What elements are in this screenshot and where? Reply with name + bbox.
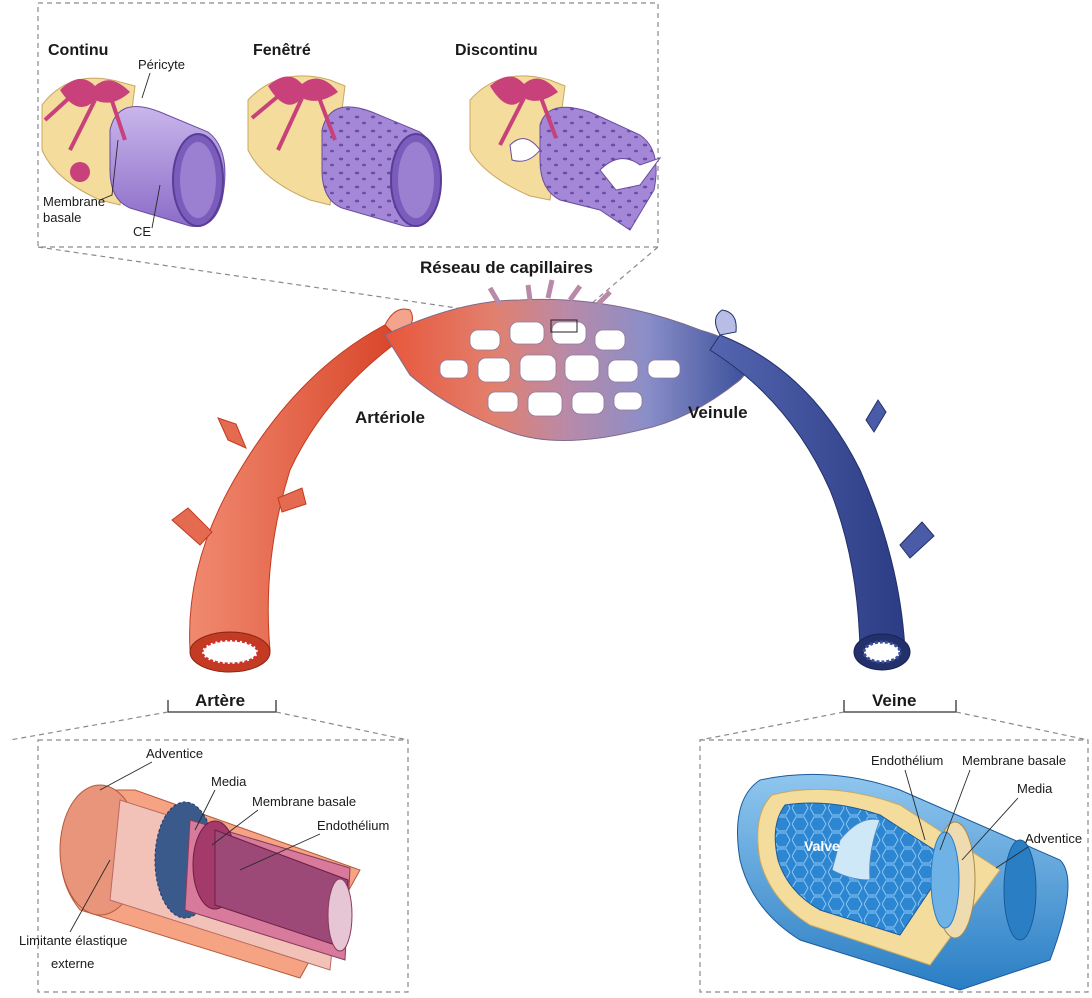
- artery-media-label: Media: [211, 774, 247, 789]
- artery-limitante-label-line2: externe: [51, 956, 94, 971]
- fenestrated-capillary-illustration: [248, 76, 441, 227]
- vein-endothelium-label: Endothélium: [871, 753, 943, 768]
- artery-membrane-basale-label: Membrane basale: [252, 794, 356, 809]
- vein-membrane-basale-label: Membrane basale: [962, 753, 1066, 768]
- artere-guide-right: [276, 712, 408, 740]
- vein-adventice-label: Adventice: [1025, 831, 1082, 846]
- fenetre-header: Fenêtré: [253, 42, 311, 59]
- veine-label: Veine: [872, 691, 916, 710]
- veinule-label: Veinule: [688, 403, 748, 422]
- capillary-network-label: Réseau de capillaires: [420, 258, 593, 277]
- continu-header: Continu: [48, 42, 108, 59]
- artery-section: Artère Adventice Media Membrane basale E…: [10, 691, 408, 992]
- membrane-basale-label-line1: Membrane: [43, 194, 105, 209]
- artere-guide-left: [10, 712, 168, 740]
- capillary-types-panel: Continu Fenêtré Discontinu Péricyte Memb…: [38, 3, 660, 247]
- artere-label: Artère: [195, 691, 245, 710]
- ce-label: CE: [133, 224, 151, 239]
- pericyte-leader: [142, 73, 150, 98]
- arteriole-label: Artériole: [355, 408, 425, 427]
- veine-guide-right: [956, 712, 1088, 740]
- artery-endothelium-label: Endothélium: [317, 818, 389, 833]
- artery-adventice-leader: [100, 762, 152, 790]
- vascular-arch: Réseau de capillaires Artériole Veinule: [172, 258, 934, 672]
- vein-section: Veine Endothélium Membrane basale Media …: [700, 691, 1088, 992]
- vein-media-label: Media: [1017, 781, 1053, 796]
- artery-adventice-label: Adventice: [146, 746, 203, 761]
- discontinuous-capillary-illustration: [470, 76, 660, 230]
- pericyte-label: Péricyte: [138, 57, 185, 72]
- discontinu-header: Discontinu: [455, 42, 538, 59]
- membrane-basale-label-line2: basale: [43, 210, 81, 225]
- valve-label: Valve: [804, 838, 840, 854]
- artery-cross-section-illustration: [60, 785, 360, 978]
- veine-guide-left: [700, 712, 844, 740]
- artery-limitante-label-line1: Limitante élastique: [19, 933, 127, 948]
- vein-cross-section-illustration: [738, 774, 1069, 990]
